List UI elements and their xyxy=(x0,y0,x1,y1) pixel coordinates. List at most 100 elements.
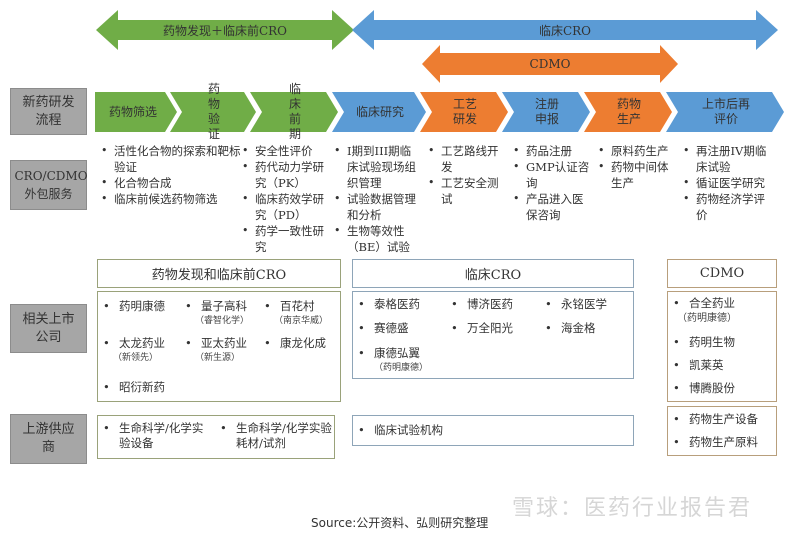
company-parent: （南京华威） xyxy=(274,316,329,326)
service-item: 原料药生产 xyxy=(598,143,678,159)
company-name: 百花村 xyxy=(280,299,315,313)
company-item: 康德弘翼 （药明康德） xyxy=(358,346,428,376)
company-item: 泰格医药 xyxy=(358,297,420,312)
company-item: 量子高科 （睿智化学） xyxy=(185,299,249,329)
company-item: 永铭医学 xyxy=(545,297,607,312)
group-header-cdmo: CDMO xyxy=(667,259,777,288)
arrow-preclinical-label: 药物发现＋临床前CRO xyxy=(162,23,288,38)
company-item: 合全药业（药明康德） xyxy=(673,296,737,326)
company-item: 太龙药业 （新领先） xyxy=(103,336,165,366)
service-item: GMP认证咨询 xyxy=(513,159,593,191)
process-step-label: 临床研究 xyxy=(355,104,404,119)
service-item: 临床前候选药物筛选 xyxy=(101,191,241,207)
arrow-preclinical-cro: 药物发现＋临床前CRO xyxy=(96,8,354,52)
service-item: 药品注册 xyxy=(513,143,593,159)
company-name: 昭衍新药 xyxy=(119,380,165,394)
company-item: 药明康德 xyxy=(103,299,165,314)
group-header-preclinical: 药物发现和临床前CRO xyxy=(97,259,341,288)
row-label-suppliers-text: 上游供应商 xyxy=(22,422,75,455)
service-item: 产品进入医保咨询 xyxy=(513,191,593,223)
company-item: 凯莱英 xyxy=(673,358,724,373)
company-parent: （睿智化学） xyxy=(195,316,250,326)
services-post-market: 再注册IV期临床试验 循证医学研究 药物经济学评价 xyxy=(683,143,767,223)
process-step-production: 药物生产 xyxy=(584,92,672,132)
process-step-label: 注册申报 xyxy=(534,97,559,126)
company-parent: （药明康德） xyxy=(677,313,737,324)
service-item: 化合物合成 xyxy=(101,175,241,191)
process-step-validation: 药物验证 xyxy=(170,82,256,141)
company-item: 赛德盛 xyxy=(358,321,409,336)
services-production: 原料药生产 药物中间体生产 xyxy=(598,143,678,191)
process-step-clinical: 临床研究 xyxy=(332,92,426,132)
company-item: 康龙化成 xyxy=(264,336,326,351)
companies-clinical: 泰格医药 博济医药 永铭医学 赛德盛 万全阳光 海金格 康德弘翼 （药明康德） xyxy=(352,291,634,379)
supplier-name: 药物生产原料 xyxy=(689,435,758,449)
company-name: 万全阳光 xyxy=(467,321,513,335)
company-name: 泰格医药 xyxy=(374,297,420,311)
service-item: 药物中间体生产 xyxy=(598,159,678,191)
supplier-item: 药物生产设备 xyxy=(673,412,758,427)
process-step-label: 药物生产 xyxy=(616,97,641,126)
process-step-label: 上市后再评价 xyxy=(701,97,750,126)
process-step-screening: 药物筛选 xyxy=(95,92,177,132)
services-clinical: I期到III期临床试验现场组织管理 试验数据管理和分析 生物等效性（BE）试验 xyxy=(334,143,420,255)
group-header-text: 临床CRO xyxy=(464,268,522,283)
row-label-companies-text: 相关上市公司 xyxy=(22,311,75,345)
service-item: 生物等效性（BE）试验 xyxy=(334,223,420,255)
process-step-post-market: 上市后再评价 xyxy=(666,92,784,132)
company-parent: （药明康德） xyxy=(374,363,429,373)
process-step-label: 临床前期 xyxy=(288,82,301,141)
company-name: 量子高科 xyxy=(201,299,247,313)
services-process: 工艺路线开发 工艺安全测试 xyxy=(428,143,508,207)
row-label-companies: 相关上市公司 xyxy=(10,304,87,353)
company-name: 康德弘翼 xyxy=(374,346,420,360)
watermark: 雪球：医药行业报告君 xyxy=(512,490,752,522)
group-header-text: 药物发现和临床前CRO xyxy=(151,268,287,283)
service-item: 临床药效学研究（PD） xyxy=(242,191,326,223)
arrow-cdmo-label: CDMO xyxy=(529,57,571,71)
company-name: 永铭医学 xyxy=(561,297,607,311)
row-label-process: 新药研发流程 xyxy=(10,88,87,135)
company-name: 海金格 xyxy=(561,321,596,335)
service-item: I期到III期临床试验现场组织管理 xyxy=(334,143,420,191)
process-step-label: 药物筛选 xyxy=(108,104,157,119)
services-discovery: 活性化合物的探索和靶标验证 化合物合成 临床前候选药物筛选 xyxy=(101,143,241,207)
arrow-cdmo: CDMO xyxy=(422,44,678,84)
suppliers-cdmo: 药物生产设备 药物生产原料 xyxy=(667,406,777,456)
company-parent: （新领先） xyxy=(113,353,159,363)
row-label-suppliers: 上游供应商 xyxy=(10,414,87,464)
group-header-clinical: 临床CRO xyxy=(352,259,634,288)
companies-cdmo: 合全药业（药明康德） 药明生物 凯莱英 博腾股份 xyxy=(667,291,777,402)
supplier-item: 药物生产原料 xyxy=(673,435,758,450)
company-name: 药明康德 xyxy=(119,299,165,313)
service-item: 工艺安全测试 xyxy=(428,175,508,207)
company-name: 凯莱英 xyxy=(689,358,724,372)
suppliers-clinical: 临床试验机构 xyxy=(352,415,634,446)
service-item: 药代动力学研究（PK） xyxy=(242,159,326,191)
company-item: 博济医药 xyxy=(451,297,513,312)
service-item: 循证医学研究 xyxy=(683,175,767,191)
company-name: 亚太药业 xyxy=(201,336,247,350)
row-label-services-text: CRO/CDMO外包服务 xyxy=(14,169,88,201)
company-name: 太龙药业 xyxy=(119,336,165,350)
service-item: 再注册IV期临床试验 xyxy=(683,143,767,175)
supplier-name: 生命科学/化学实验设备 xyxy=(119,421,204,450)
company-name: 博济医药 xyxy=(467,297,513,311)
process-step-label: 药物验证 xyxy=(207,82,220,141)
company-item: 昭衍新药 xyxy=(103,380,165,395)
arrow-clinical-label: 临床CRO xyxy=(538,23,592,38)
supplier-name: 生命科学/化学实验耗材/试剂 xyxy=(236,421,332,450)
process-step-registration: 注册申报 xyxy=(502,92,590,132)
row-label-process-text: 新药研发流程 xyxy=(22,94,75,128)
process-step-process-dev: 工艺研发 xyxy=(420,92,508,132)
company-name: 康龙化成 xyxy=(280,336,326,350)
company-name: 博腾股份 xyxy=(689,381,735,395)
service-item: 安全性评价 xyxy=(242,143,326,159)
service-item: 工艺路线开发 xyxy=(428,143,508,175)
suppliers-preclinical: 生命科学/化学实验设备 生命科学/化学实验耗材/试剂 xyxy=(97,415,335,459)
companies-preclinical: 药明康德 量子高科 （睿智化学） 百花村 （南京华威） 太龙药业 （新领先） 亚太药业… xyxy=(97,291,341,402)
process-step-preclinical: 临床前期 xyxy=(250,82,338,141)
source-text: Source:公开资料、弘则研究整理 xyxy=(311,516,489,530)
arrow-clinical-cro: 临床CRO xyxy=(352,8,778,52)
supplier-item: 临床试验机构 xyxy=(358,423,443,438)
